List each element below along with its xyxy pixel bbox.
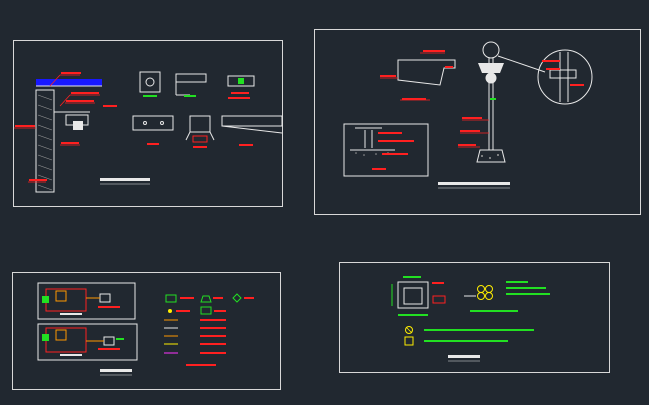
pole-mount-detail-group [343, 41, 593, 189]
handhole-detail-group [391, 276, 550, 362]
angled-bracket-icon [397, 59, 456, 86]
note-symbol-icon [405, 326, 413, 334]
legend-symbol-icon [200, 295, 212, 303]
schematic-box-lower [37, 323, 138, 361]
pole-icon [476, 58, 506, 163]
anchor-bolt-icon [350, 127, 395, 151]
camera-housing-front-icon [139, 71, 161, 93]
bullet-camera-icon [54, 111, 90, 130]
legend-symbol-icon [165, 294, 177, 303]
wall-mount-detail-group [14, 71, 283, 193]
dome-camera-icon [478, 41, 546, 84]
sheet-wiring-diagram[interactable] [12, 272, 281, 390]
conduit-section-icon [477, 285, 493, 300]
mount-plate-icon [132, 115, 174, 131]
wiring-diagram-group [37, 282, 254, 376]
legend-symbol-icon [232, 293, 242, 303]
schematic-box-upper [37, 282, 136, 320]
wall-bracket-side-icon [175, 73, 207, 96]
pole-arm-side-icon [221, 115, 283, 134]
legend-block [164, 293, 254, 366]
roof-eave-shape [36, 79, 102, 86]
wall-section-shape [35, 89, 55, 193]
note-symbol-icon [404, 336, 414, 346]
handhole-icon [397, 281, 429, 309]
connector-box-icon [227, 75, 255, 87]
sheet-pole-mount[interactable] [314, 29, 641, 215]
detail-magnifier-circle [537, 49, 593, 105]
sheet-handhole-detail[interactable] [339, 262, 610, 373]
anchor-detail-inset [343, 123, 429, 177]
junction-box-icon [185, 115, 215, 143]
